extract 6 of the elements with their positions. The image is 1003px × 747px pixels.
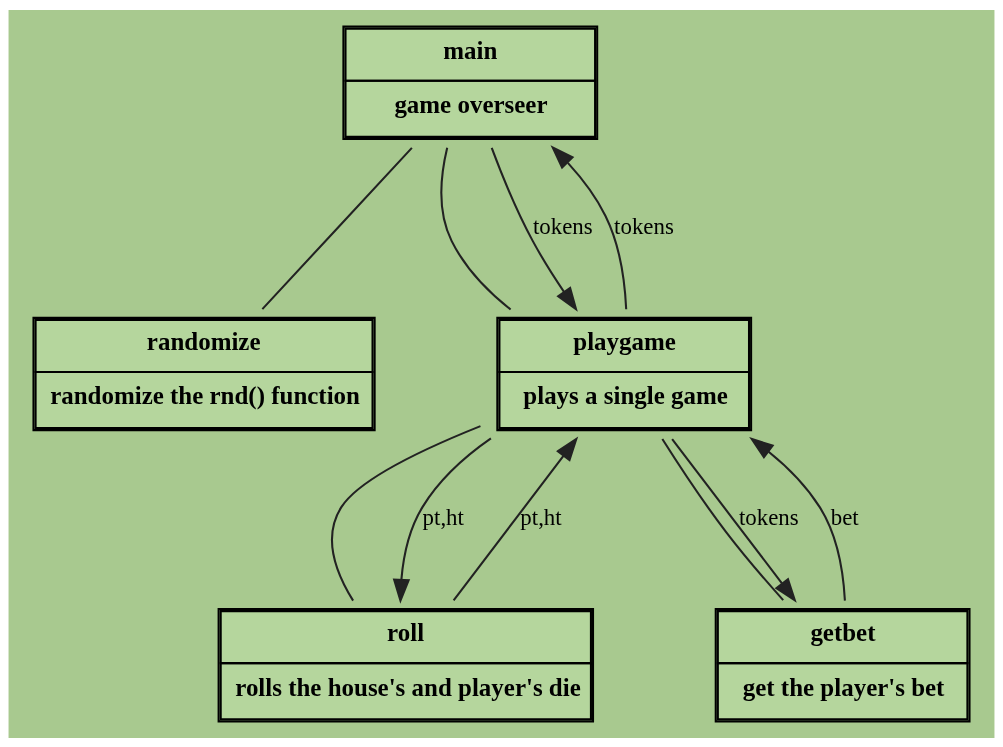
edge-label: pt,ht <box>422 504 464 530</box>
edge-label: bet <box>830 504 859 530</box>
edge-label: pt,ht <box>520 504 562 530</box>
edge-label: tokens <box>532 213 593 239</box>
edge-label: tokens <box>614 213 674 239</box>
edge-label: tokens <box>738 504 799 530</box>
